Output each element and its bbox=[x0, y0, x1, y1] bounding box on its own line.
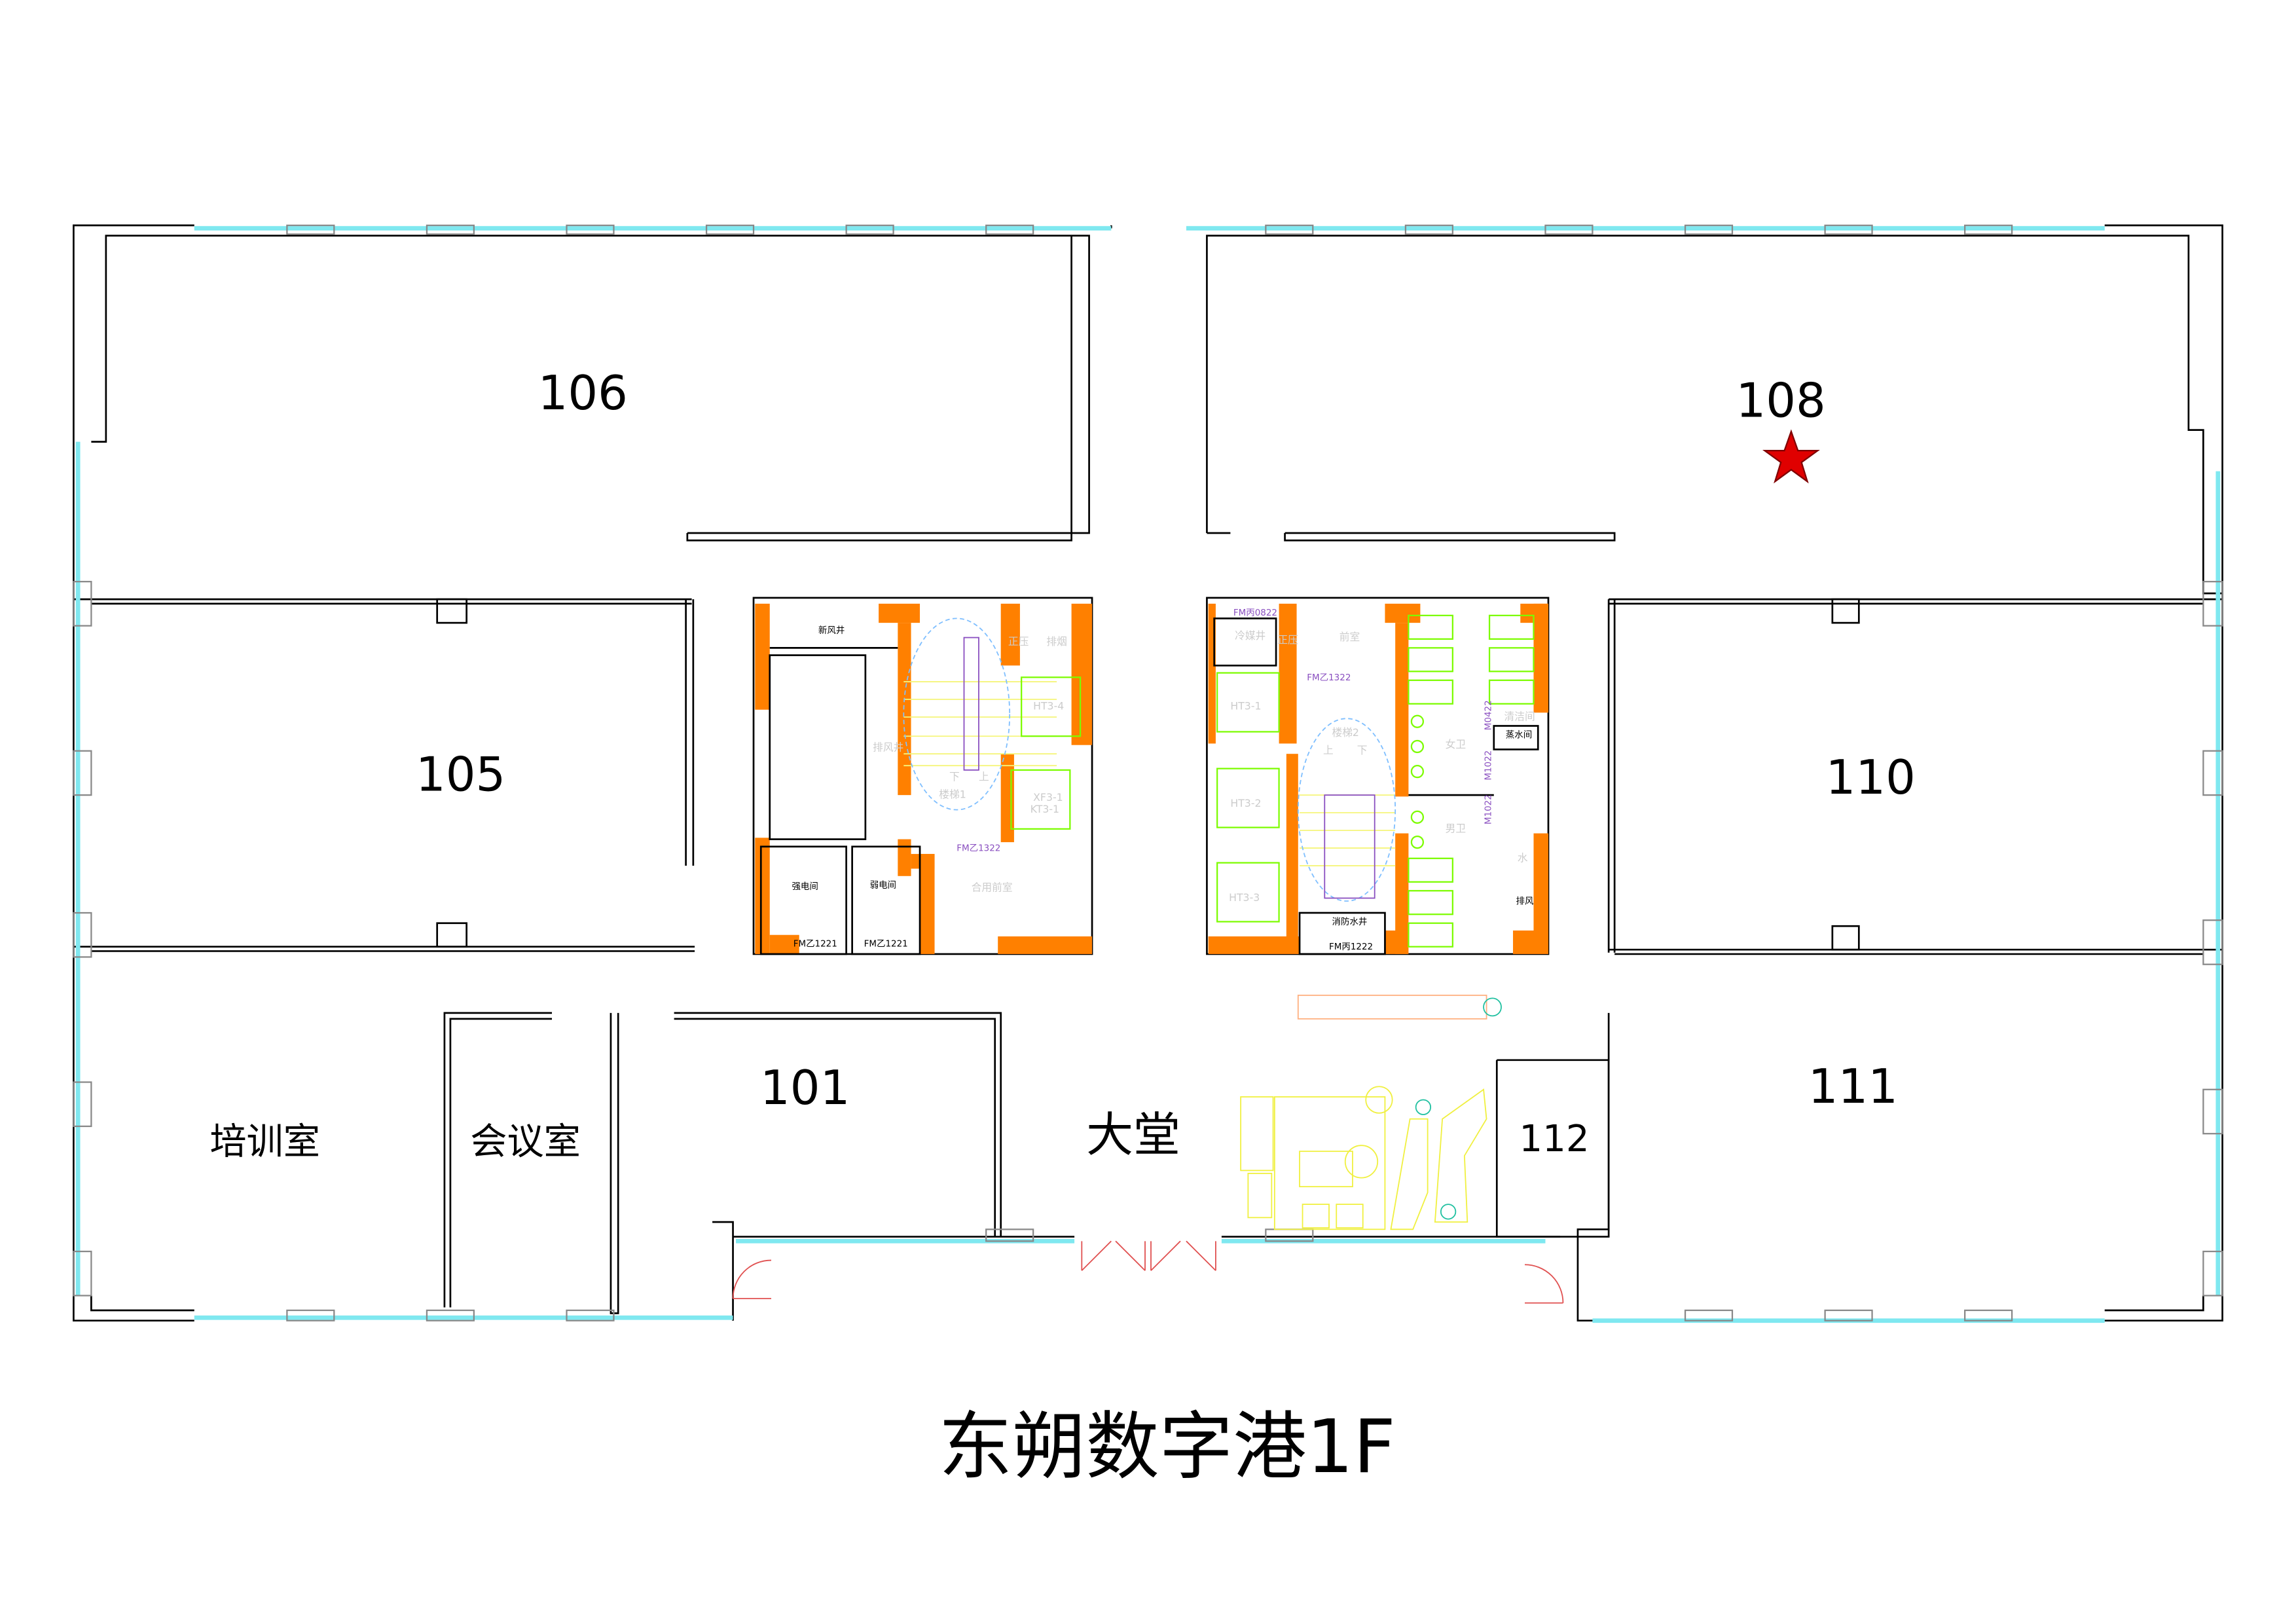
label-down-2: 下 bbox=[1357, 744, 1368, 756]
training-room-label: 培训室 bbox=[210, 1121, 320, 1164]
label-cold-shaft: 冷媒井 bbox=[1235, 629, 1266, 642]
label-stair-1: 楼梯1 bbox=[939, 788, 966, 801]
label-women: 女卫 bbox=[1446, 738, 1466, 750]
label-door-bottom: FM丙1222 bbox=[1329, 942, 1373, 952]
label-m1022-a: M1022 bbox=[1483, 750, 1493, 781]
label-stair-2: 楼梯2 bbox=[1332, 726, 1359, 739]
lobby-furniture bbox=[1240, 994, 1502, 1230]
label-door-a: FM乙1221 bbox=[793, 939, 837, 950]
label-door-b: FM乙1221 bbox=[864, 939, 908, 950]
label-lift-kt3-1: KT3-1 bbox=[1030, 803, 1059, 815]
room-108-label: 108 bbox=[1736, 373, 1826, 428]
label-fresh-air: 新风井 bbox=[818, 625, 845, 636]
room-111-label: 111 bbox=[1808, 1059, 1898, 1114]
meeting-room-label: 会议室 bbox=[470, 1121, 581, 1164]
label-lift-ht3-2: HT3-2 bbox=[1230, 797, 1261, 809]
label-pressure-2: 正压 bbox=[1277, 634, 1298, 646]
label-lift-ht3-3: HT3-3 bbox=[1229, 891, 1260, 904]
label-up-2: 上 bbox=[1323, 744, 1334, 756]
label-smoke: 排烟 bbox=[1046, 635, 1066, 648]
windows bbox=[73, 225, 2223, 1323]
lobby-label: 大堂 bbox=[1086, 1107, 1180, 1162]
room-106-label: 106 bbox=[538, 365, 628, 420]
plan-title: 东朔数字港1F bbox=[939, 1404, 1396, 1490]
label-anteroom: 前室 bbox=[1339, 631, 1360, 643]
label-exhaust: 排风 bbox=[1516, 896, 1534, 907]
label-strong-elec: 强电间 bbox=[792, 881, 818, 892]
label-lift-xf3-1: XF3-1 bbox=[1033, 791, 1063, 803]
label-door-c: FM乙1322 bbox=[957, 843, 1000, 854]
label-lift-ht3-1: HT3-1 bbox=[1230, 700, 1261, 712]
room-101-label: 101 bbox=[760, 1060, 850, 1115]
label-lift-ht3-4: HT3-4 bbox=[1033, 700, 1064, 712]
room-105-label: 105 bbox=[416, 747, 505, 802]
star-icon bbox=[1762, 429, 1820, 484]
label-boiler: 蒸水间 bbox=[1506, 729, 1532, 740]
label-m0422: M0422 bbox=[1483, 700, 1493, 730]
label-exhaust-shaft: 排风井 bbox=[873, 741, 903, 754]
label-down: 下 bbox=[949, 771, 960, 783]
room-112-label: 112 bbox=[1519, 1118, 1589, 1160]
core-1: 新风井 排风井 强电间 弱电间 FM乙1221 FM乙1221 FM乙1322 … bbox=[752, 597, 1093, 955]
label-door-top: FM丙0822 bbox=[1233, 608, 1277, 618]
label-weak-elec: 弱电间 bbox=[870, 880, 896, 891]
entrance-doors bbox=[732, 1240, 1564, 1304]
label-men: 男卫 bbox=[1446, 822, 1466, 834]
label-up: 上 bbox=[979, 771, 989, 783]
label-cleaning: 清洁间 bbox=[1504, 710, 1535, 722]
label-door-mid: FM乙1322 bbox=[1307, 673, 1351, 683]
label-pressure: 正压 bbox=[1008, 635, 1029, 648]
label-fire-water: 消防水井 bbox=[1332, 917, 1368, 927]
room-110-label: 110 bbox=[1826, 750, 1916, 805]
label-shared-lobby: 合用前室 bbox=[972, 881, 1013, 893]
label-water: 水 bbox=[1518, 851, 1528, 864]
core-2: FM丙0822 冷媒井 正压 前室 FM乙1322 楼梯2 上 下 HT3-1 … bbox=[1206, 597, 1550, 955]
label-m1022-b: M1022 bbox=[1483, 794, 1493, 824]
walls bbox=[73, 224, 2223, 1322]
